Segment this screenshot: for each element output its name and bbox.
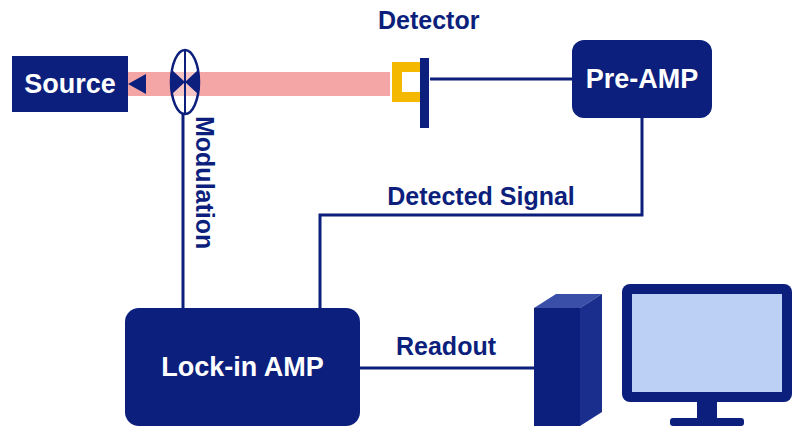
detector-symbol — [390, 58, 430, 128]
box-label: Pre-AMP — [586, 64, 699, 95]
modulation-wire — [182, 114, 185, 308]
instrument-box: Lock-in AMP — [125, 308, 360, 426]
computer-tower — [534, 294, 602, 426]
computer-monitor — [622, 284, 792, 426]
modulation-label: Modulation — [190, 116, 219, 249]
detector: Detector — [390, 58, 430, 128]
light-beam — [128, 72, 390, 96]
readout-wire — [360, 367, 534, 370]
chopper-wheel — [171, 50, 199, 114]
instrument-box: Pre-AMP — [572, 40, 712, 118]
signal-wire — [430, 78, 572, 81]
signal-label: Detected Signal — [387, 182, 575, 211]
readout-label: Readout — [396, 332, 496, 361]
signal-wire — [320, 118, 642, 308]
instrument-box: Source — [12, 56, 128, 112]
box-label: Lock-in AMP — [161, 352, 324, 383]
box-label: Source — [24, 69, 116, 100]
source-nozzle — [128, 74, 146, 94]
detector-label: Detector — [378, 6, 479, 35]
